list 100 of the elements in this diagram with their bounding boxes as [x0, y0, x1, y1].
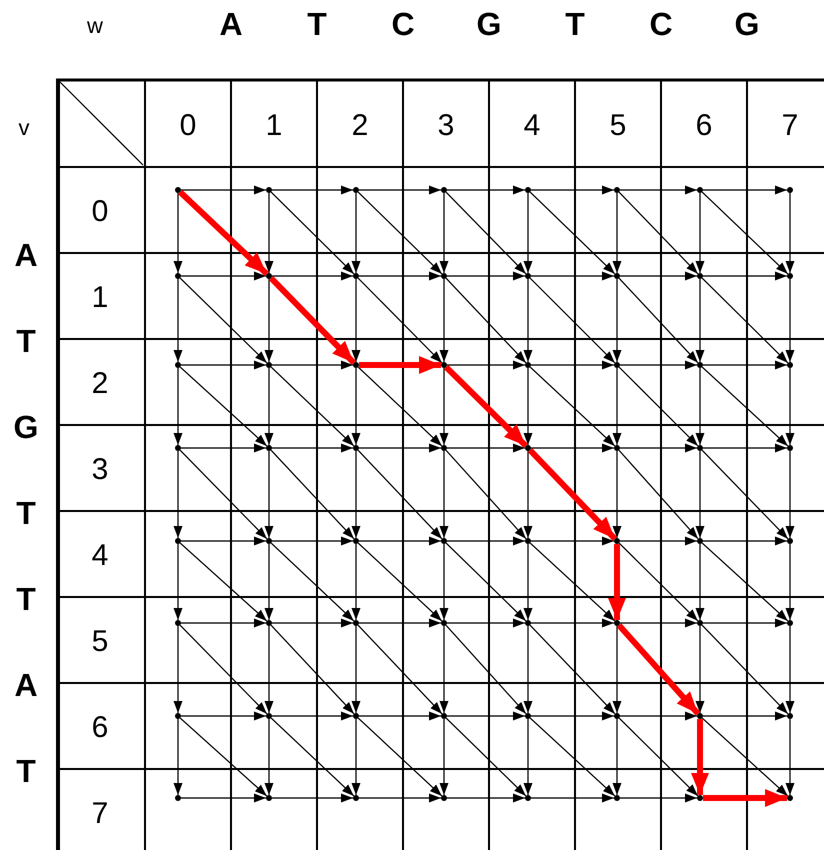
- arrow: [174, 719, 182, 795]
- arrow: [530, 542, 616, 622]
- arrow: [446, 624, 526, 714]
- arrow: [620, 444, 697, 452]
- arrow: [174, 451, 182, 538]
- arrow: [530, 718, 616, 796]
- arrow: [612, 719, 622, 795]
- arrow: [620, 272, 697, 280]
- arrow: [447, 186, 525, 194]
- arrow: [181, 444, 266, 452]
- sequence-letter: C: [649, 8, 673, 40]
- arrow: [264, 451, 274, 538]
- arrow: [447, 712, 525, 720]
- arrow: [174, 193, 182, 273]
- arrow: [531, 794, 614, 802]
- arrow: [272, 272, 353, 280]
- axis-label: v: [18, 117, 30, 139]
- arrow: [786, 279, 794, 362]
- arrow: [440, 544, 448, 620]
- arrow: [444, 364, 528, 448]
- arrow: [359, 536, 441, 546]
- index-number: 4: [92, 541, 108, 571]
- arrow: [446, 278, 526, 364]
- arrow: [359, 618, 441, 628]
- arrow: [180, 366, 268, 446]
- sequence-letter: A: [14, 239, 38, 271]
- arrow: [446, 718, 526, 796]
- arrow: [174, 626, 182, 713]
- arrow: [270, 718, 354, 796]
- arrow: [446, 450, 526, 540]
- index-number: 4: [524, 111, 540, 141]
- sequence-letter: G: [14, 411, 38, 443]
- arrow: [608, 544, 626, 620]
- arrow: [696, 368, 704, 445]
- arrow: [359, 444, 441, 452]
- arrow: [702, 278, 788, 364]
- arrow: [612, 193, 622, 273]
- arrow: [352, 719, 360, 795]
- arrow: [359, 272, 441, 280]
- arrow: [174, 544, 182, 620]
- arrow: [702, 366, 788, 446]
- arrow: [180, 624, 268, 714]
- index-number: 0: [92, 197, 108, 227]
- arrow: [786, 544, 794, 620]
- arrow: [272, 186, 353, 194]
- arrow: [440, 279, 448, 362]
- index-number: 7: [782, 111, 798, 141]
- arrow: [446, 542, 526, 622]
- arrow: [178, 190, 269, 276]
- arrow: [702, 624, 788, 714]
- arrow: [703, 536, 787, 546]
- arrow: [618, 366, 698, 446]
- arrow: [612, 279, 622, 362]
- arrow: [447, 618, 525, 628]
- arrow: [703, 186, 787, 194]
- index-number: 7: [92, 799, 108, 829]
- arrow: [703, 712, 787, 720]
- arrow: [447, 536, 525, 546]
- sequence-letter: T: [16, 497, 36, 529]
- arrow: [618, 718, 698, 796]
- arrow: [272, 618, 353, 628]
- arrow: [264, 279, 274, 362]
- arrow: [620, 712, 697, 720]
- arrow: [786, 368, 794, 445]
- arrow: [786, 193, 794, 273]
- arrow: [612, 451, 622, 538]
- arrow: [272, 712, 353, 720]
- arrow: [702, 450, 788, 540]
- index-number: 3: [438, 111, 454, 141]
- sequence-letter: G: [476, 8, 502, 40]
- arrow: [702, 542, 788, 622]
- sequence-letter: G: [734, 8, 760, 40]
- arrow: [786, 626, 794, 713]
- arrow: [703, 618, 787, 628]
- arrow: [270, 192, 354, 274]
- arrow: [530, 624, 616, 714]
- sequence-letter: T: [565, 8, 585, 40]
- arrow: [352, 451, 360, 538]
- arrow: [696, 544, 704, 620]
- sequence-letter: T: [307, 8, 327, 40]
- arrow: [264, 719, 274, 795]
- index-number: 0: [180, 111, 196, 141]
- arrow: [786, 451, 794, 538]
- arrow: [359, 186, 441, 194]
- sequence-letter: T: [16, 325, 36, 357]
- arrow: [620, 794, 697, 802]
- index-number: 5: [610, 111, 626, 141]
- arrow: [530, 192, 616, 274]
- arrow: [696, 279, 704, 362]
- arrow: [359, 712, 441, 720]
- arrow: [270, 624, 354, 714]
- arrow: [524, 279, 532, 362]
- arrow: [181, 794, 266, 802]
- index-number: 1: [266, 111, 282, 141]
- arrow: [696, 193, 704, 273]
- arrow: [272, 444, 353, 452]
- arrow: [524, 719, 532, 795]
- arrow: [524, 626, 532, 713]
- arrow: [440, 626, 448, 713]
- arrow: [174, 279, 182, 362]
